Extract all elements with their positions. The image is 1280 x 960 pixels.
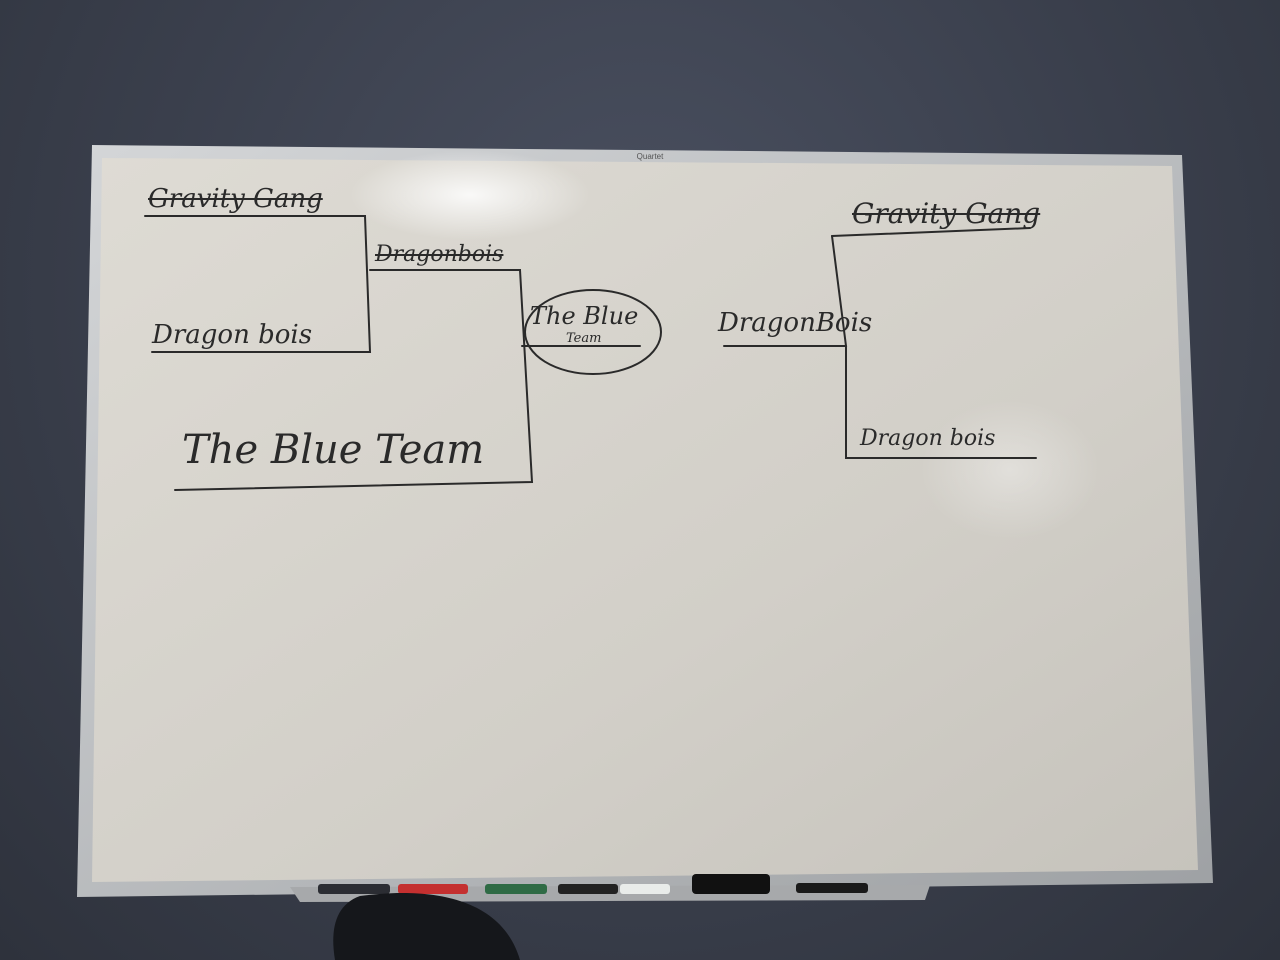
marker-icon (485, 884, 547, 894)
light-glare (350, 150, 590, 240)
bracket-line (174, 269, 534, 491)
left-round1-bottom-name: Dragon bois (152, 320, 313, 350)
chair-silhouette (333, 893, 520, 960)
right-middle-name: DragonBois (718, 308, 873, 338)
marker-icon (558, 884, 618, 894)
bracket-line (144, 215, 372, 353)
brand-label: Quartet (636, 152, 664, 161)
marker-icon (796, 883, 868, 893)
left-round2-top-name: Dragonbois (375, 242, 504, 267)
winner-circle (524, 289, 662, 375)
marker-icon (318, 884, 390, 894)
light-glare-right (920, 400, 1100, 540)
marker-icon (620, 884, 670, 894)
winner-name-line1: The Blue (530, 302, 639, 330)
bracket-line (831, 227, 1031, 237)
bracket-line (845, 345, 1037, 459)
winner-name-line2: Team (566, 331, 602, 346)
left-round2-bottom-name: The Blue Team (182, 427, 485, 473)
eraser-icon (692, 874, 770, 894)
left-round1-top-name: Gravity Gang (148, 184, 323, 214)
right-bottom-name: Dragon bois (860, 426, 996, 451)
marker-icon (398, 884, 468, 894)
right-top-name: Gravity Gang (852, 197, 1041, 230)
whiteboard-surface (92, 158, 1198, 882)
